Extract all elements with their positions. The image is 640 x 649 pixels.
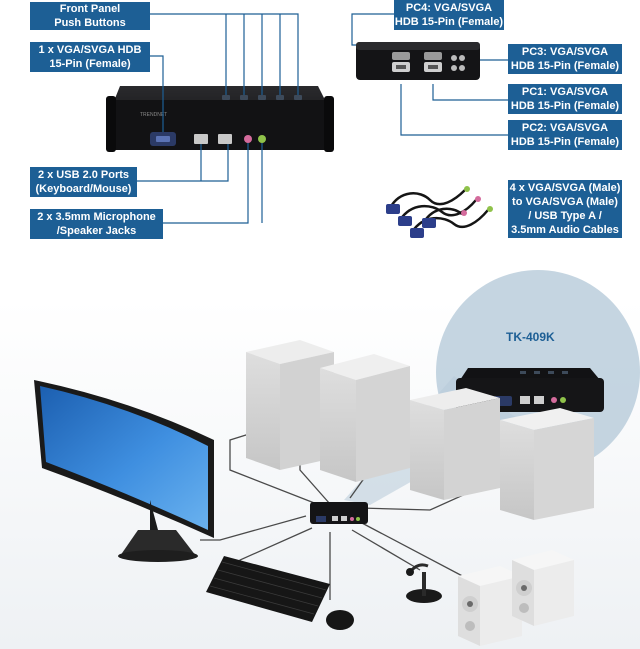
callout-cable-kit: 4 x VGA/SVGA (Male) to VGA/SVGA (Male) /…	[508, 180, 622, 238]
callout-pc3-port: PC3: VGA/SVGA HDB 15-Pin (Female)	[508, 44, 622, 74]
callout-pc4-port: PC4: VGA/SVGA HDB 15-Pin (Female)	[394, 0, 504, 30]
microphone	[406, 563, 442, 603]
kvm-front-view: TRENDNET	[106, 86, 334, 152]
model-name: TK-409K	[506, 330, 555, 344]
callout-vga-console-port: 1 x VGA/SVGA HDB 15-Pin (Female)	[30, 42, 150, 72]
monitor-screen	[40, 386, 208, 530]
usb-port-icon	[218, 134, 232, 144]
callout-pc1-port: PC1: VGA/SVGA HDB 15-Pin (Female)	[508, 84, 622, 114]
callout-audio-jacks: 2 x 3.5mm Microphone /Speaker Jacks	[30, 209, 163, 239]
callout-pc2-port: PC2: VGA/SVGA HDB 15-Pin (Female)	[508, 120, 622, 150]
device-brand-text: TRENDNET	[140, 112, 167, 118]
kvm-back-view	[356, 42, 480, 80]
front-panel-buttons	[222, 95, 302, 100]
speaker-jack-icon	[258, 135, 266, 143]
computer-tower	[320, 354, 410, 482]
callout-usb-ports: 2 x USB 2.0 Ports (Keyboard/Mouse)	[30, 167, 137, 197]
callout-front-panel-buttons: Front Panel Push Buttons	[30, 2, 150, 30]
computer-tower	[500, 408, 594, 520]
keyboard	[206, 556, 330, 622]
kvm-scene-device	[310, 502, 368, 524]
mouse	[326, 610, 354, 630]
speaker-left	[458, 566, 522, 646]
usb-port-icon	[194, 134, 208, 144]
leader-lines	[137, 13, 508, 224]
monitor-stand	[120, 530, 196, 556]
monitor	[34, 380, 214, 562]
microphone-jack-icon	[244, 135, 252, 143]
speaker-right	[512, 550, 574, 626]
computer-tower	[410, 388, 500, 500]
cable-connectors	[386, 186, 493, 238]
